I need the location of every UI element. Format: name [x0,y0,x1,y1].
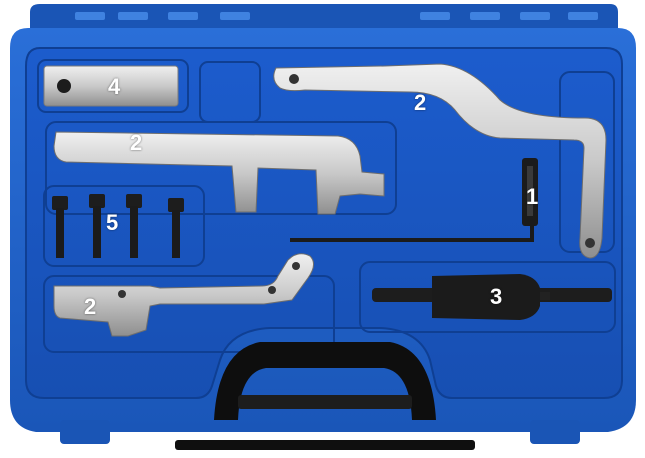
case-handle [214,342,436,420]
locking-pin-tool [290,158,538,242]
puller-tool [372,274,612,320]
label-2-upper-arm: 2 [414,90,427,115]
label-5-bolts: 5 [106,210,119,235]
label-3-puller: 3 [490,284,503,309]
label-2-long-bracket: 2 [130,130,143,155]
long-bracket-tool [53,131,385,215]
case-lid-edge [30,4,618,28]
upper-crank-arm [273,63,607,259]
case-bottom-edge [60,420,580,450]
tray-recesses [37,59,616,353]
flat-bar-tool [43,65,179,107]
label-1-pin: 1 [526,184,539,209]
label-4-flat-bar: 4 [108,74,121,99]
lower-bracket-tool [53,253,314,337]
bolt-set [52,194,184,258]
label-2-lower-bracket: 2 [84,294,97,319]
